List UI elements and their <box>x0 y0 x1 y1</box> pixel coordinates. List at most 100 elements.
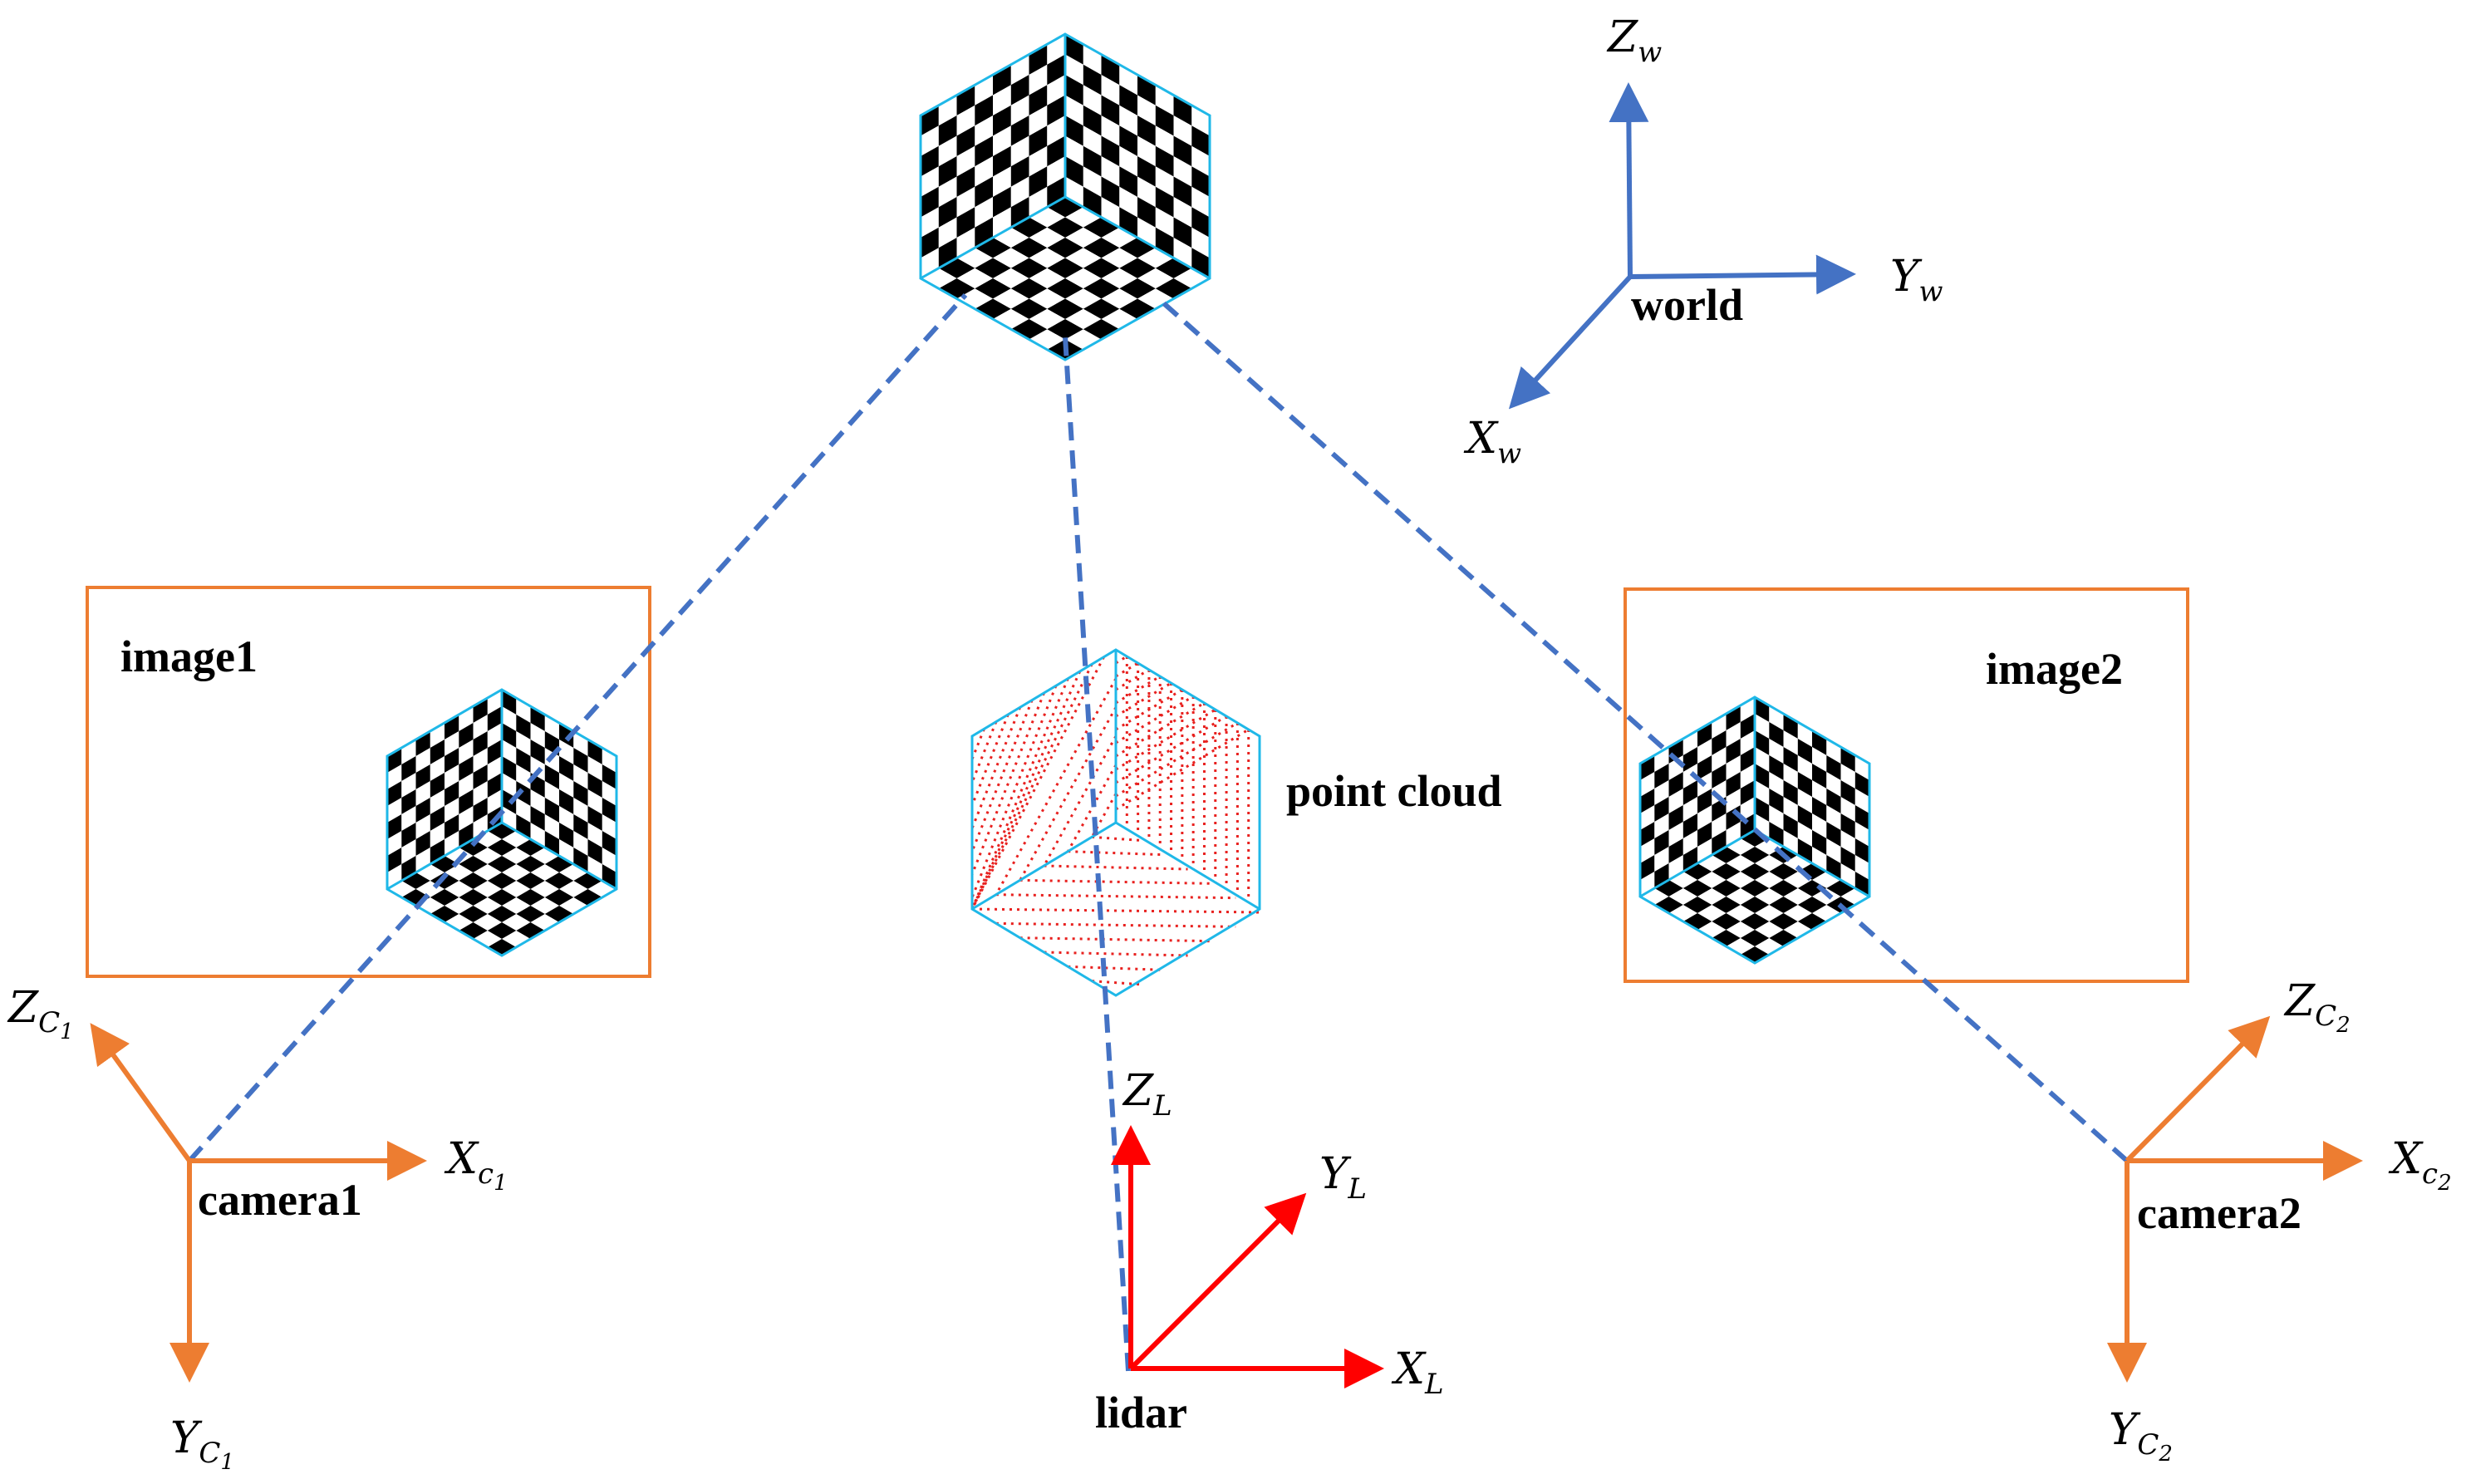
right-face-square <box>602 848 616 872</box>
bottom-face-square <box>1640 888 1669 905</box>
right-face-square <box>1854 855 1869 880</box>
left-face-square <box>1029 166 1048 197</box>
right-face-square <box>1173 238 1192 268</box>
right-face-square <box>530 723 545 748</box>
right-face-square <box>587 806 602 831</box>
left-face-square <box>1712 747 1727 772</box>
camera2-projection-line <box>1157 297 2129 1163</box>
right-face-square <box>1826 789 1841 813</box>
left-face-square <box>1047 95 1065 126</box>
bottom-face-square <box>502 848 531 864</box>
left-face-square <box>1682 797 1697 822</box>
left-face-square <box>975 176 993 208</box>
right-face-square <box>516 731 531 756</box>
right-face-square <box>587 789 602 814</box>
point-cloud-scanline <box>995 893 1236 900</box>
left-face-square <box>1010 95 1029 126</box>
world-x-axis-label: Xw <box>1463 414 1521 470</box>
bottom-face-square <box>1083 258 1120 278</box>
right-face-square <box>1065 176 1083 208</box>
left-face-square <box>993 125 1011 156</box>
point-cloud-scanline <box>1090 793 1118 838</box>
bottom-face-square <box>1010 238 1048 258</box>
left-face-square <box>387 798 402 823</box>
right-face-square <box>1065 95 1083 126</box>
left-face-square <box>430 773 445 798</box>
bottom-face-square <box>1726 921 1755 938</box>
bottom-face-square <box>487 889 517 906</box>
bottom-face-square <box>1047 238 1083 258</box>
right-face-square <box>587 823 602 848</box>
right-face-square <box>1797 739 1812 764</box>
bottom-face-square <box>993 308 1029 330</box>
right-face-square <box>573 731 588 756</box>
right-face-square <box>1155 105 1174 136</box>
left-face-square <box>1740 780 1755 805</box>
right-face-square <box>1812 747 1827 772</box>
left-face-square <box>430 756 445 781</box>
right-face-square <box>516 781 531 806</box>
right-face-square <box>1840 764 1855 789</box>
camera1-label: camera1 <box>198 1175 362 1225</box>
point-cloud-scanline <box>1115 721 1239 798</box>
left-face-square <box>921 145 939 177</box>
left-face-square <box>1682 780 1697 805</box>
right-face-square <box>1854 822 1869 847</box>
camera1-projection-line <box>187 292 968 1163</box>
right-face-square <box>1101 176 1120 208</box>
bottom-face-square <box>1668 888 1697 905</box>
right-face-square <box>1783 714 1798 739</box>
bottom-face-square <box>544 906 574 922</box>
point-cloud-scanline <box>970 685 1058 898</box>
left-face-square <box>1654 780 1669 805</box>
point-cloud-label: point cloud <box>1286 766 1502 816</box>
camera2-z-axis <box>2125 1015 2271 1163</box>
right-face-square <box>1137 135 1156 167</box>
right-face-square <box>1083 85 1102 115</box>
left-face-square <box>993 145 1011 177</box>
right-face-square <box>1854 805 1869 830</box>
bottom-face-square <box>1047 298 1083 319</box>
left-face-square <box>1697 805 1712 830</box>
right-face-square <box>1854 838 1869 863</box>
bottom-face-square <box>938 258 975 278</box>
point-cloud-scanline <box>970 678 1069 910</box>
left-face-square <box>1668 772 1683 797</box>
bottom-face-square <box>1029 329 1065 350</box>
bottom-face-square <box>1682 880 1712 897</box>
bottom-face-square <box>387 881 416 897</box>
right-face-square <box>587 839 602 864</box>
bottom-face-square <box>956 288 993 309</box>
right-face-square <box>1812 730 1827 755</box>
point-cloud-scanline <box>1115 681 1172 718</box>
right-face-square <box>1840 847 1855 872</box>
right-face-square <box>1783 730 1798 755</box>
point-cloud-scanline <box>1092 835 1140 842</box>
camera2-label: camera2 <box>2137 1188 2301 1238</box>
left-face-square <box>993 85 1011 115</box>
left-face-square <box>1010 176 1029 208</box>
left-face-square <box>415 831 430 856</box>
left-face-square <box>415 748 430 773</box>
left-face-square <box>1047 34 1065 65</box>
right-face-square <box>1065 54 1083 86</box>
left-face-square <box>1740 747 1755 772</box>
left-face-square <box>1712 813 1727 838</box>
right-face-square <box>1137 95 1156 126</box>
right-face-square <box>544 715 559 740</box>
right-face-square <box>602 764 616 789</box>
right-face-square <box>1769 722 1784 747</box>
right-face-square <box>573 764 588 789</box>
bottom-face-square <box>1010 278 1048 299</box>
left-face-square <box>487 756 502 781</box>
bottom-face-square <box>1137 288 1174 309</box>
bottom-face-square <box>1065 248 1102 268</box>
right-face-square <box>1101 95 1120 126</box>
bottom-face-square <box>530 864 559 881</box>
bottom-face-square <box>1697 888 1727 905</box>
left-face-square <box>938 197 957 228</box>
left-face-square <box>459 823 474 848</box>
right-face-square <box>602 864 616 889</box>
bottom-face-square <box>1740 880 1770 897</box>
bottom-face-square <box>1726 938 1755 955</box>
